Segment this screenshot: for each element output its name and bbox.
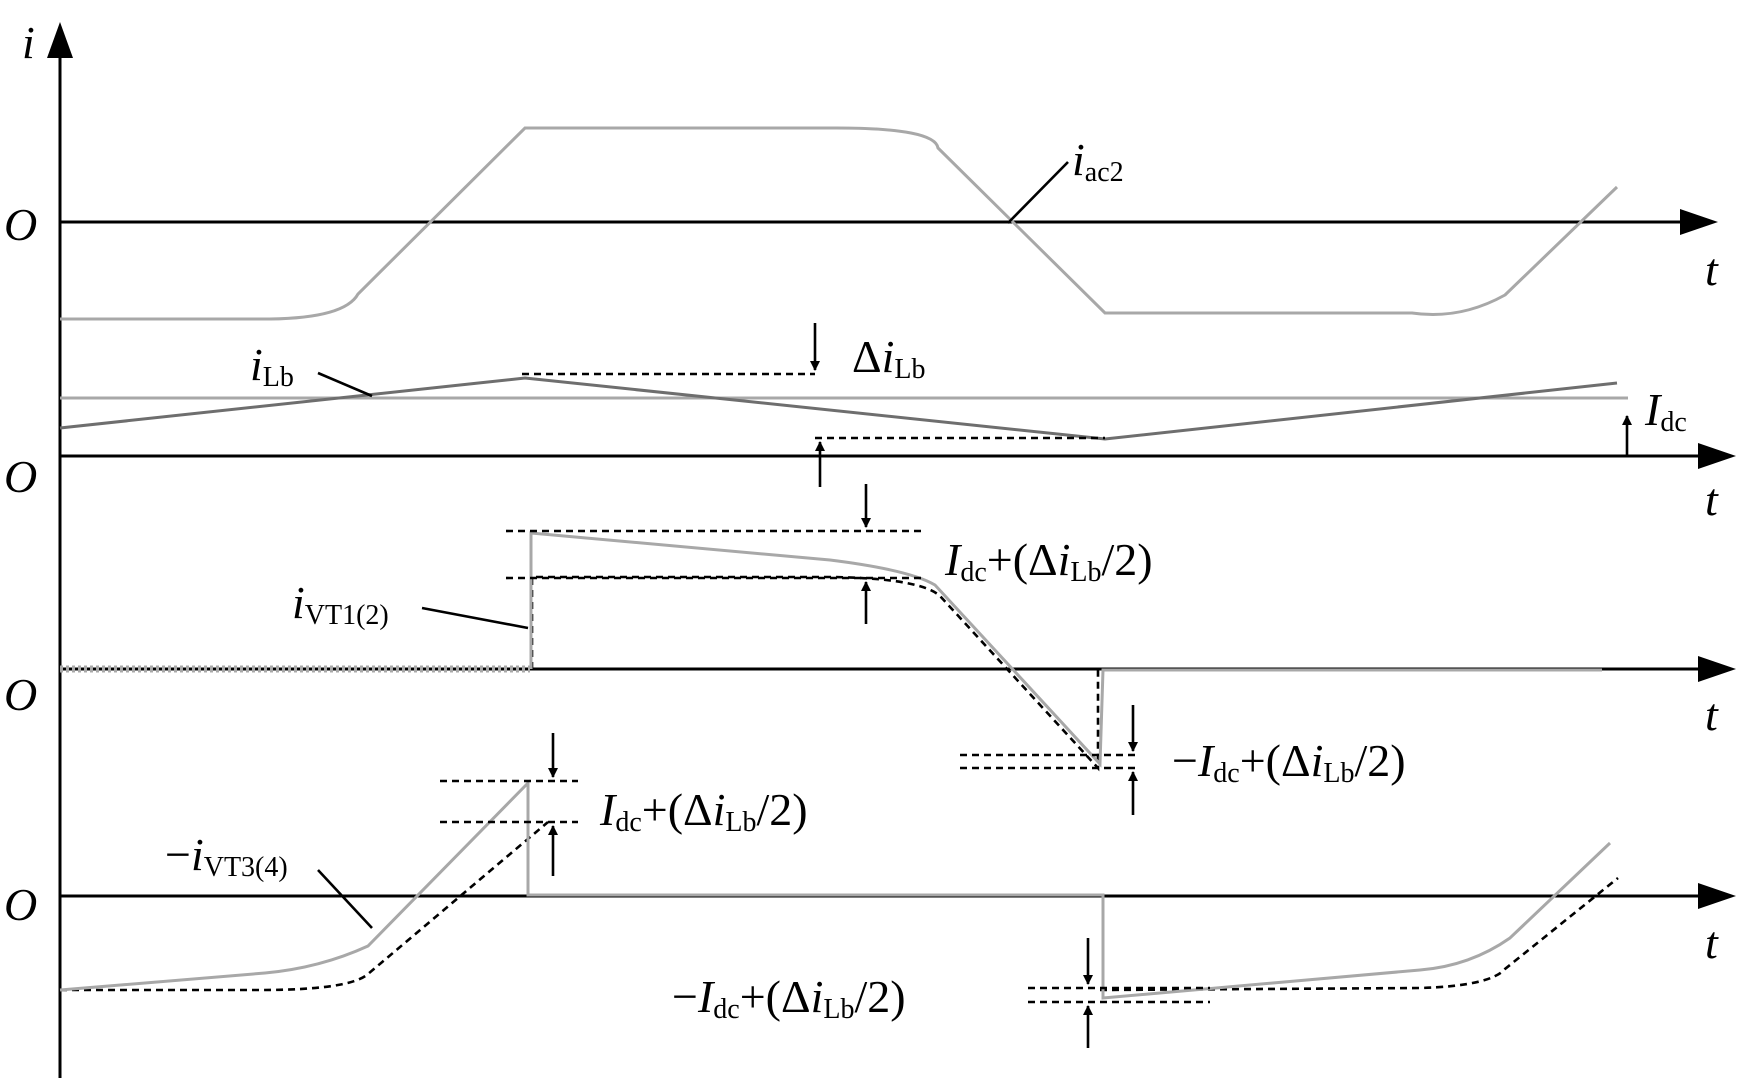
origin-label-1: O: [4, 199, 37, 250]
iVT34-dashed-trace-2: [1099, 876, 1619, 992]
time-axis-4-arrow: [1698, 883, 1736, 909]
iVT34-leader: [317, 869, 373, 929]
iac2-label: iac2: [1072, 134, 1124, 188]
vertical-axis-label: i: [22, 17, 35, 68]
origin-label-4: O: [4, 879, 37, 930]
time-label-4: t: [1705, 917, 1719, 968]
iLb-label: iLb: [250, 339, 294, 393]
iLb-leader: [317, 371, 373, 398]
origin-label-3: O: [4, 669, 37, 720]
iVT34-waveform: [59, 779, 1612, 1000]
iLb-waveform: [59, 376, 1618, 441]
origin-label-2: O: [4, 451, 37, 502]
iLb-waveform-group: iLb ΔiLb Idc: [59, 323, 1687, 487]
time-axis-3-arrow: [1698, 656, 1736, 682]
iVT34-upper-expr: Idc+(ΔiLb/2): [599, 784, 808, 838]
iVT12-leader: [421, 606, 529, 630]
iac2-waveform: [60, 126, 1619, 321]
iVT12-lower-expr: −Idc+(ΔiLb/2): [1172, 735, 1406, 789]
time-label-1: t: [1705, 244, 1719, 295]
iVT12-waveform: [529, 531, 1602, 768]
iVT34-label: −iVT3(4): [165, 829, 288, 883]
iVT34-dashed-trace: [60, 821, 549, 992]
iVT34-lower-expr: −Idc+(ΔiLb/2): [672, 971, 906, 1025]
iVT34-waveform-group: Idc+(ΔiLb/2) −Idc+(ΔiLb/2) −iVT3(4): [59, 733, 1619, 1048]
time-label-3: t: [1705, 689, 1719, 740]
iVT12-dashed-trace: [530, 575, 1100, 772]
delta-iLb-label: ΔiLb: [852, 331, 925, 385]
iac2-waveform-group: iac2: [60, 126, 1619, 321]
iVT12-label: iVT1(2): [292, 577, 389, 631]
time-label-2: t: [1705, 474, 1719, 525]
iVT12-upper-expr: Idc+(ΔiLb/2): [944, 534, 1153, 588]
axes-group: i O t O t O t O t: [4, 17, 1736, 1078]
vertical-axis-arrow: [47, 22, 73, 58]
time-axis-1-arrow: [1680, 209, 1718, 235]
Idc-label: Idc: [1644, 384, 1687, 438]
time-axis-2-arrow: [1698, 443, 1736, 469]
iVT12-waveform-group: Idc+(ΔiLb/2) −Idc+(ΔiLb/2) iVT1(2): [60, 484, 1602, 815]
iac2-leader: [1007, 161, 1069, 224]
